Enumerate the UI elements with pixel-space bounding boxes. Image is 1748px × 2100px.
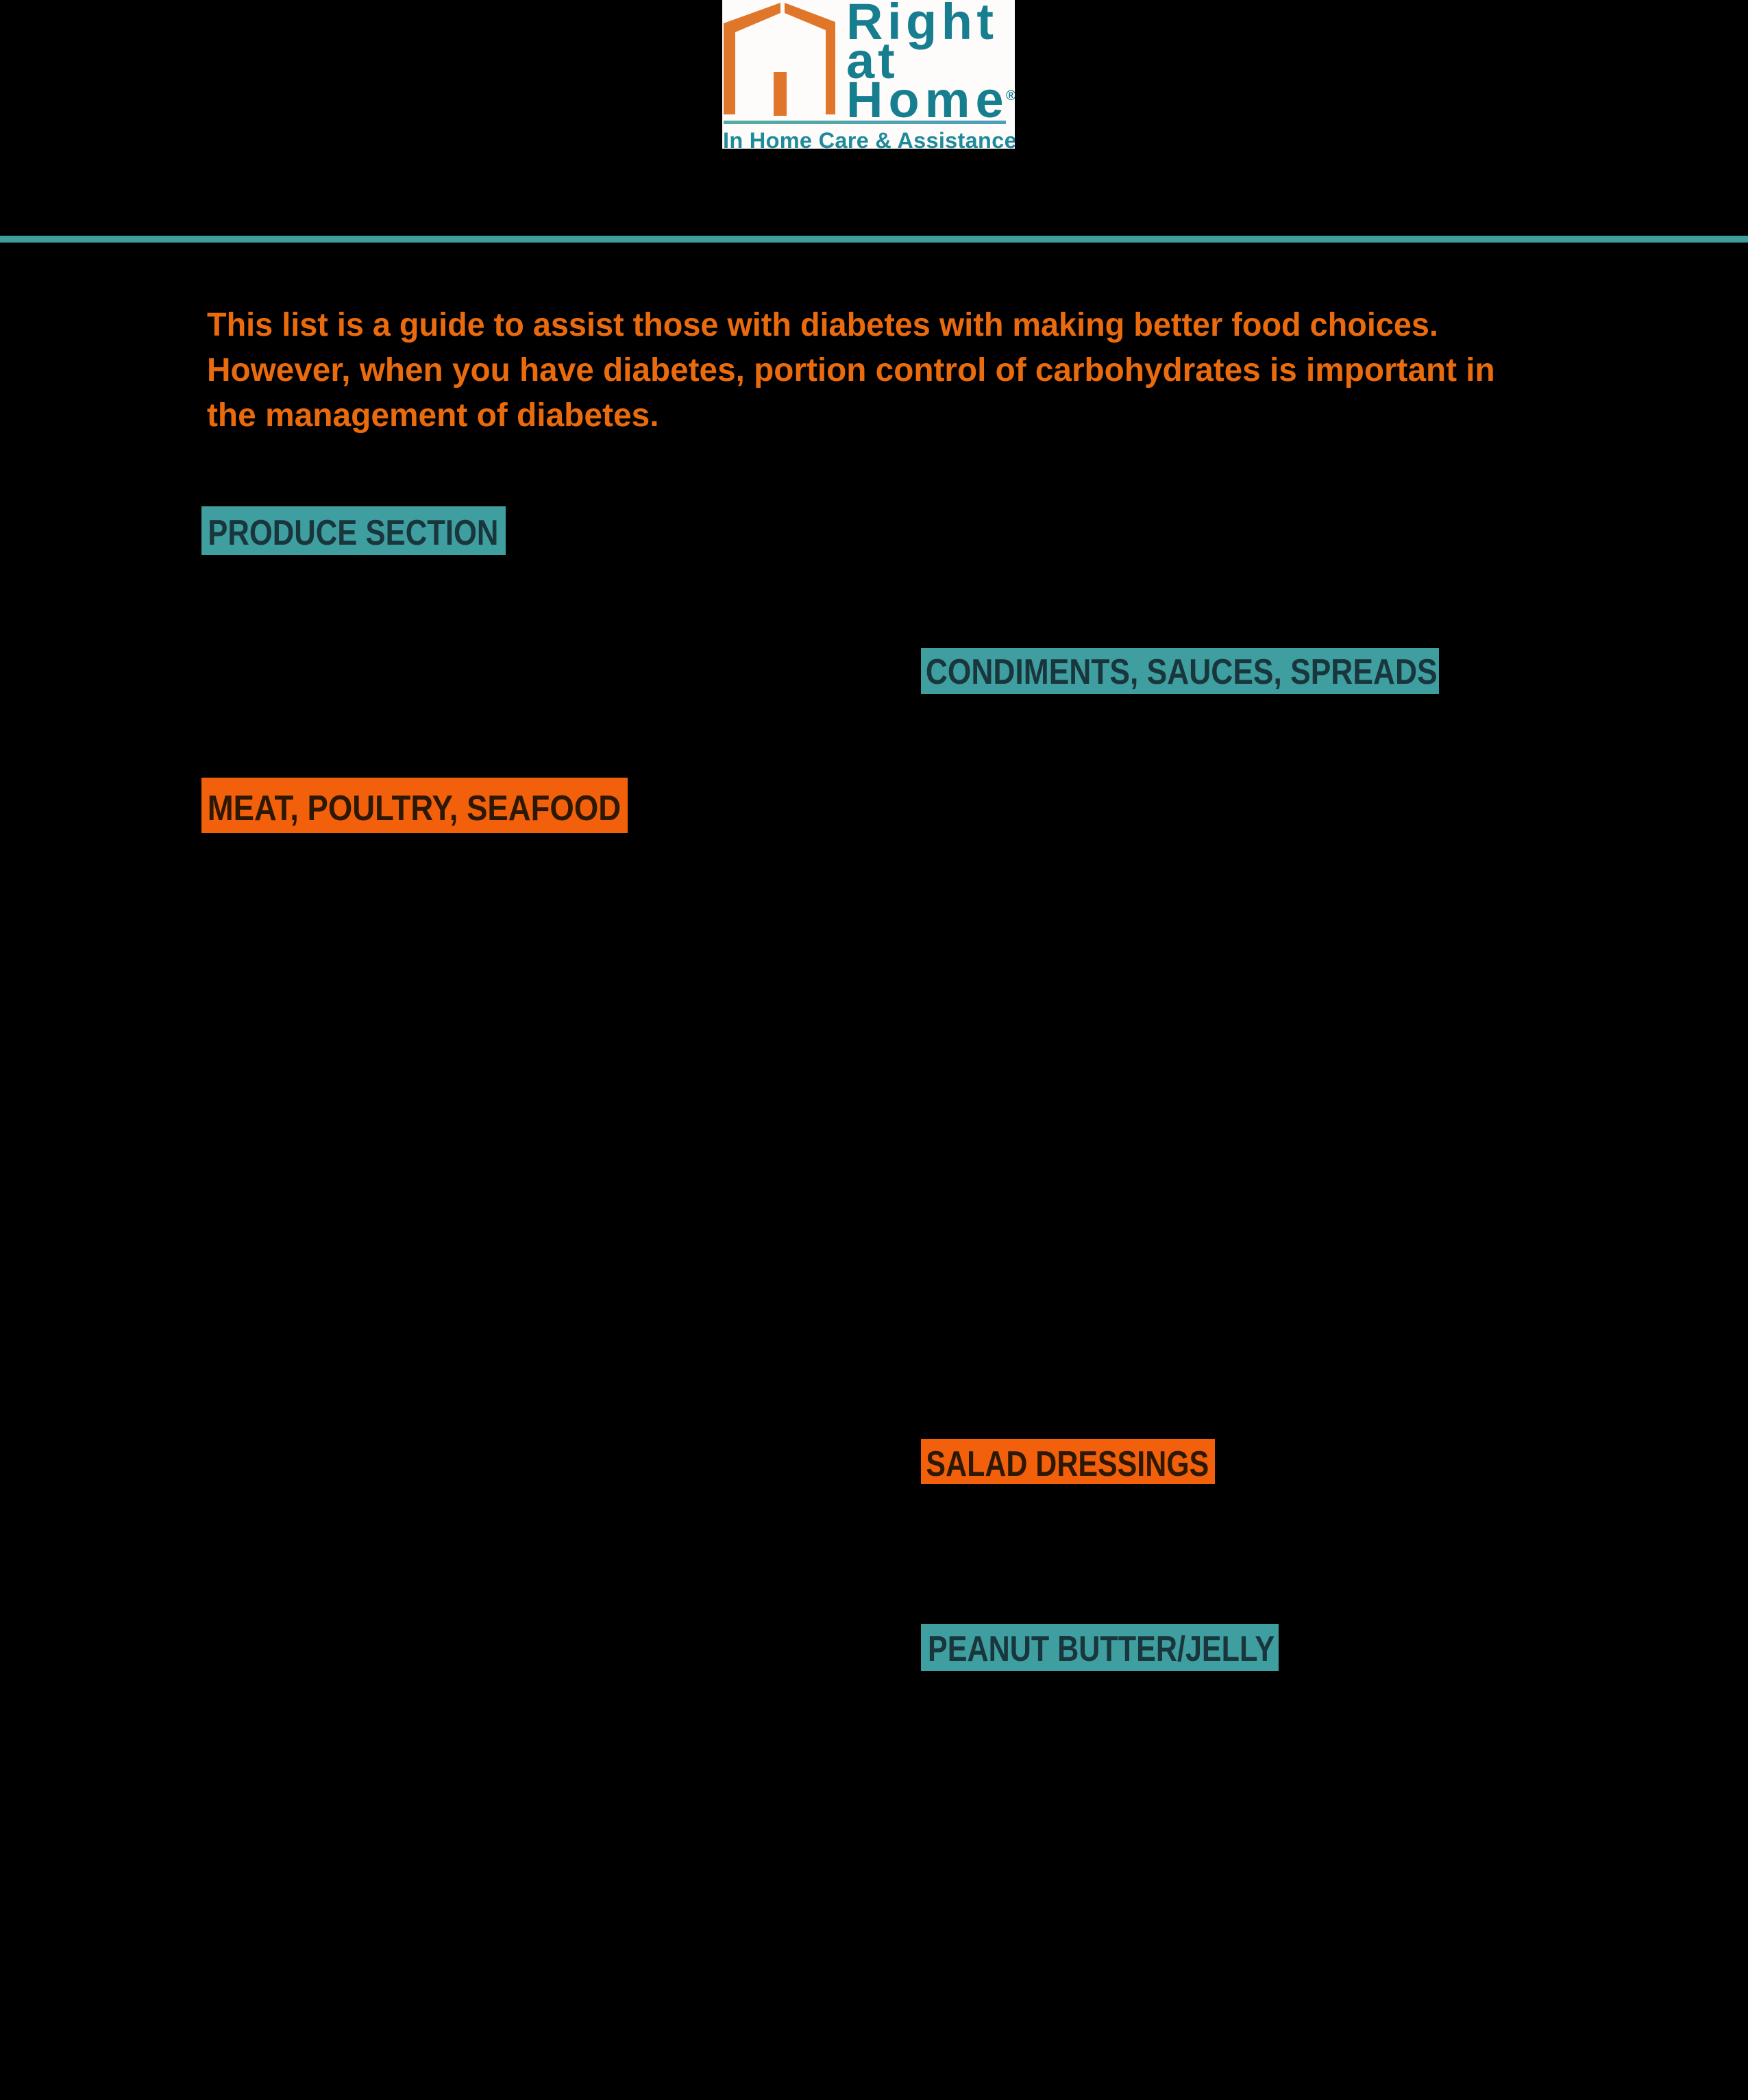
svg-text:Home: Home [846, 71, 1009, 128]
svg-text:Right: Right [846, 0, 998, 50]
svg-text:at: at [846, 32, 898, 89]
svg-text:In Home Care & Assistance: In Home Care & Assistance [723, 128, 1015, 149]
svg-text:®: ® [1006, 88, 1015, 103]
